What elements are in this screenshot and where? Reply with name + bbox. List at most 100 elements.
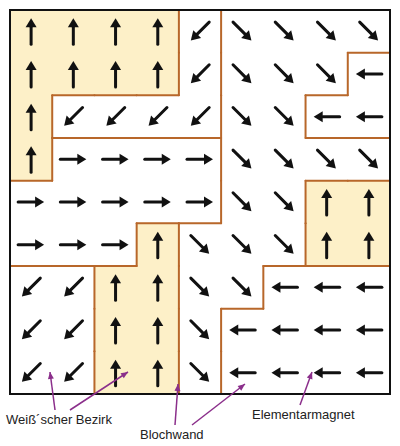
domain-fill — [10, 10, 53, 54]
elementary-magnet-head — [106, 116, 116, 126]
elementary-magnet-shaft — [233, 235, 245, 247]
elementary-magnet-shaft — [156, 283, 159, 300]
leader-head — [307, 372, 313, 380]
elementary-magnet-shaft — [28, 321, 40, 333]
frame-ground — [10, 10, 390, 394]
elementary-magnet-head — [199, 244, 209, 254]
domain-fill — [10, 138, 53, 182]
elementary-magnet-shaft — [71, 363, 83, 375]
domain-fill — [52, 52, 95, 96]
elementary-magnet-head — [120, 197, 129, 208]
leader-head — [121, 372, 128, 378]
bloch-wall — [52, 137, 94, 139]
domain-fill — [52, 10, 95, 54]
bloch-wall — [305, 181, 307, 224]
elementary-magnet-shaft — [280, 329, 297, 332]
elementary-magnet-shaft — [317, 65, 329, 77]
bloch-wall — [10, 265, 52, 267]
bloch-wall — [137, 137, 179, 139]
domain-fill — [94, 351, 137, 395]
bloch-wall — [178, 266, 180, 309]
bloch-wall — [51, 138, 53, 181]
bloch-wall — [179, 222, 221, 224]
elementary-magnet-shaft — [103, 201, 120, 204]
elementary-magnet-head — [199, 329, 209, 339]
elementary-magnet-head — [64, 286, 74, 296]
elementary-magnet-head — [22, 286, 32, 296]
elementary-magnet-head — [283, 116, 293, 126]
bloch-wall — [306, 180, 348, 182]
elementary-magnet-shaft — [30, 70, 33, 87]
elementary-magnet-shaft — [30, 155, 33, 172]
elementary-magnet-shaft — [145, 201, 162, 204]
elementary-magnet-shaft — [60, 158, 77, 161]
bloch-wall — [137, 222, 179, 224]
elementary-magnet-head — [368, 30, 378, 40]
leader-head — [48, 372, 54, 379]
elementary-magnet-shaft — [60, 243, 77, 246]
elementary-magnet-head — [283, 201, 293, 211]
bloch-wall — [306, 265, 348, 267]
elementary-magnet-head — [77, 154, 86, 165]
callout-label: Weiß´scher Bezirk — [6, 413, 112, 427]
elementary-magnet-shaft — [114, 283, 117, 300]
elementary-magnet-head — [26, 18, 37, 27]
elementary-magnet-head — [110, 360, 121, 369]
elementary-magnet-shaft — [280, 286, 297, 289]
elementary-magnet-shaft — [18, 243, 35, 246]
bloch-wall — [220, 53, 222, 96]
elementary-magnet-head — [64, 329, 74, 339]
elementary-magnet-head — [199, 372, 209, 382]
elementary-magnet-head — [229, 325, 238, 336]
elementary-magnet-head — [110, 61, 121, 70]
elementary-magnet-shaft — [156, 326, 159, 343]
elementary-magnet-shaft — [238, 371, 255, 374]
elementary-magnet-shaft — [275, 65, 287, 77]
elementary-magnet-head — [368, 158, 378, 168]
elementary-magnet-head — [149, 116, 159, 126]
bloch-wall — [52, 265, 94, 267]
elementary-magnet-shaft — [275, 107, 287, 119]
domain-fill — [136, 223, 179, 267]
elementary-magnet-shaft — [238, 329, 255, 332]
domain-fill — [136, 308, 179, 352]
bloch-wall — [348, 137, 390, 139]
elementary-magnet-head — [271, 282, 280, 293]
elementary-magnet-head — [283, 73, 293, 83]
bloch-wall — [93, 351, 95, 394]
elementary-magnet-shaft — [233, 65, 245, 77]
domain-fill — [10, 52, 53, 96]
bloch-wall — [94, 94, 136, 96]
elementary-magnet-head — [241, 30, 251, 40]
bloch-wall — [220, 181, 222, 224]
domain-fill — [10, 95, 53, 139]
elementary-magnet-shaft — [60, 201, 77, 204]
elementary-magnet-head — [356, 111, 365, 122]
bloch-wall — [137, 94, 179, 96]
elementary-magnet-shaft — [275, 22, 287, 34]
elementary-magnet-head — [241, 116, 251, 126]
elementary-magnet-head — [22, 329, 32, 339]
bloch-wall — [306, 137, 348, 139]
elementary-magnet-shaft — [114, 326, 117, 343]
elementary-magnet-head — [162, 197, 171, 208]
elementary-magnet-shaft — [114, 369, 117, 386]
elementary-magnet-head — [152, 274, 163, 283]
elementary-magnet-head — [356, 325, 365, 336]
bloch-wall — [178, 53, 180, 96]
elementary-magnet-head — [283, 158, 293, 168]
elementary-magnet-head — [321, 232, 332, 241]
elementary-magnet-head — [120, 154, 129, 165]
bloch-wall — [178, 10, 180, 53]
elementary-magnet-shaft — [233, 278, 245, 290]
elementary-magnet-head — [314, 367, 323, 378]
elementary-magnet-head — [64, 116, 74, 126]
elementary-magnet-shaft — [233, 22, 245, 34]
elementary-magnet-head — [241, 201, 251, 211]
elementary-magnet-head — [26, 146, 37, 155]
domain-fill — [136, 10, 179, 54]
elementary-magnet-head — [356, 367, 365, 378]
bloch-wall — [93, 266, 95, 309]
elementary-magnet-head — [241, 286, 251, 296]
